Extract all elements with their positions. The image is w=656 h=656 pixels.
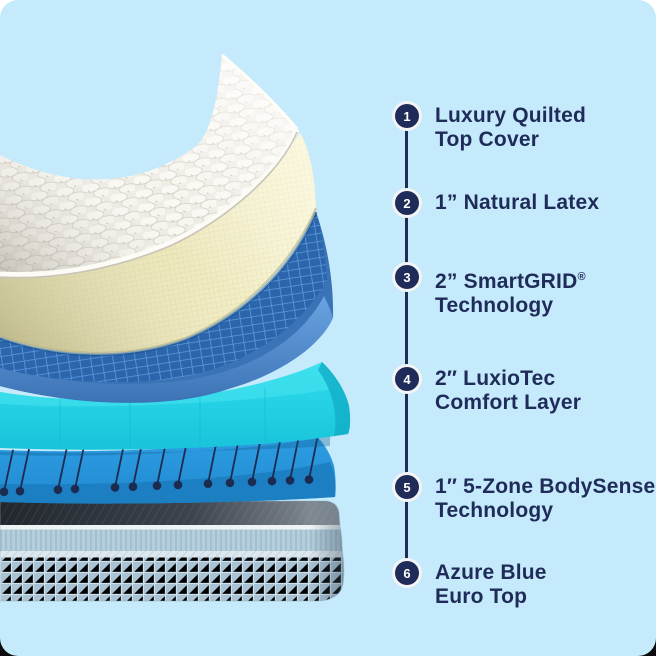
legend-label-line: Euro Top (435, 585, 528, 608)
legend-label-line: 2″ LuxioTec (435, 367, 556, 390)
legend-label-euro-top: Azure Blue Euro Top (435, 558, 547, 609)
legend-badge-3: 3 (392, 262, 422, 292)
layer-bodysense (0, 432, 336, 504)
legend-badge-1: 1 (392, 101, 422, 131)
legend-label-line: 1” Natural Latex (435, 191, 600, 214)
legend-label-top-cover: Luxury Quilted Top Cover (435, 101, 586, 152)
legend-item-top-cover: 1 Luxury Quilted Top Cover (392, 101, 586, 152)
legend-badge-5: 5 (392, 472, 422, 502)
mattress-layers-illustration (0, 53, 351, 602)
layer-natural-latex (0, 133, 317, 354)
legend-item-smartgrid: 3 2” SmartGRID® Technology (392, 262, 586, 318)
layer-luxiotec (0, 362, 351, 456)
layer-azure-blue-euro-top (0, 500, 345, 602)
legend-label-line: Azure Blue (435, 561, 547, 584)
legend-label-line: 2” SmartGRID® (435, 270, 586, 293)
legend-label-line: 1″ 5-Zone BodySense (435, 475, 656, 498)
legend-item-euro-top: 6 Azure Blue Euro Top (392, 558, 547, 609)
legend-label-line: Top Cover (435, 128, 540, 151)
legend-label-natural-latex: 1” Natural Latex (435, 188, 599, 215)
legend-label-line: Luxury Quilted (435, 104, 586, 127)
legend-item-bodysense: 5 1″ 5-Zone BodySense Technology (392, 472, 655, 523)
legend-label-line: Technology (435, 499, 554, 522)
legend-label-line: Comfort Layer (435, 391, 582, 414)
legend-label-line: Technology (435, 294, 554, 317)
legend-label-luxiotec: 2″ LuxioTec Comfort Layer (435, 364, 581, 415)
bodysense-zone-lines (0, 434, 319, 497)
legend-label-bodysense: 1″ 5-Zone BodySense Technology (435, 472, 655, 523)
legend-item-luxiotec: 4 2″ LuxioTec Comfort Layer (392, 364, 581, 415)
legend-item-natural-latex: 2 1” Natural Latex (392, 188, 599, 218)
legend-badge-4: 4 (392, 364, 422, 394)
registered-mark: ® (577, 271, 586, 283)
legend-label-smartgrid: 2” SmartGRID® Technology (435, 262, 586, 318)
legend-connector-line (405, 116, 408, 573)
legend-badge-6: 6 (392, 558, 422, 588)
layer-smartgrid (0, 211, 334, 403)
layer-quilted-top-cover (0, 53, 300, 279)
legend-badge-2: 2 (392, 188, 422, 218)
